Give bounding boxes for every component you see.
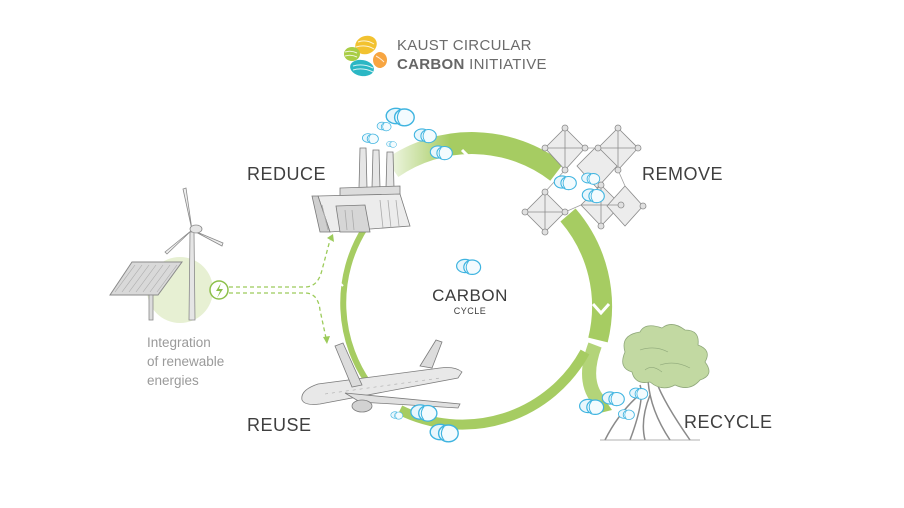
logo-line1: KAUST CIRCULAR [397, 37, 532, 54]
wind-turbine-icon [164, 187, 224, 321]
logo-line2-bold: CARBON [397, 56, 465, 73]
stage-label-reuse: REUSE [247, 415, 312, 435]
factory-icon [311, 147, 411, 233]
solar-panel-icon [109, 261, 183, 321]
kaust-flower-logo-icon [344, 35, 387, 77]
renewables-label-line: of renewable [147, 354, 225, 369]
logo-text: KAUST CIRCULAR CARBON INITIATIVE [397, 36, 547, 74]
airplane-icon [301, 339, 463, 413]
lightning-bolt-icon [209, 280, 229, 300]
center-subtitle: CYCLE [453, 306, 487, 316]
center-title: CARBON [432, 286, 508, 305]
logo-line2: CARBON INITIATIVE [397, 56, 547, 73]
renewable-connectors [229, 239, 331, 339]
stage-label-reduce: REDUCE [247, 164, 327, 184]
molecular-framework-icon [521, 124, 647, 236]
mangrove-tree-icon [600, 324, 710, 441]
logo-line2-rest: INITIATIVE [464, 56, 547, 73]
renewables-label-line: Integration [147, 335, 211, 350]
stage-label-remove: REMOVE [642, 164, 724, 184]
renewables-label: Integration of renewable energies [147, 333, 267, 390]
renewables-label-line: energies [147, 373, 199, 388]
stage-label-recycle: RECYCLE [684, 412, 773, 432]
co2-molecule-icon [456, 258, 482, 275]
